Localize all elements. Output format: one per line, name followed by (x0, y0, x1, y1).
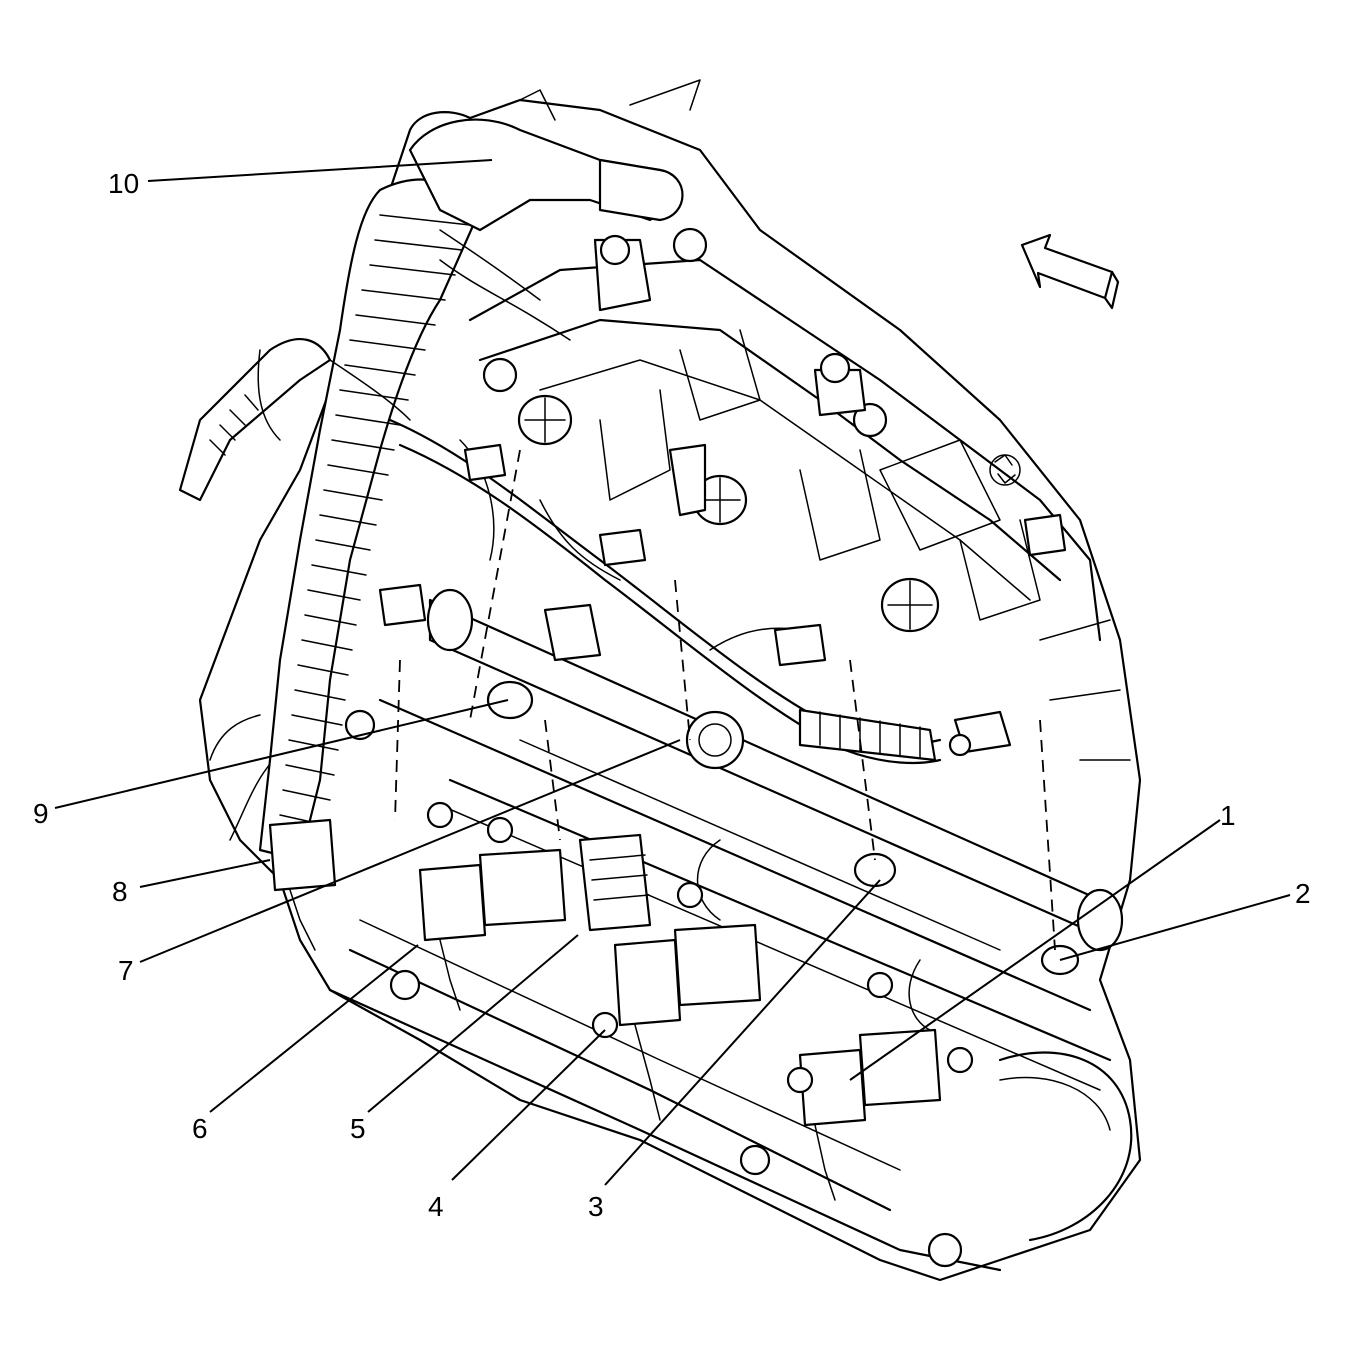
callout-label-9: 9 (33, 798, 49, 829)
fuel-rail (426, 588, 1124, 952)
recycle-icon (989, 454, 1021, 486)
ignition-coils (268, 818, 942, 1127)
valve-cover (328, 698, 1133, 1272)
studs (344, 709, 974, 1094)
callout-label-3: 3 (588, 1191, 604, 1222)
front-direction-arrow-icon (1020, 233, 1120, 310)
callout-label-8: 8 (112, 876, 128, 907)
callout-label-4: 4 (428, 1191, 444, 1222)
callout-label-1: 1 (1220, 800, 1236, 831)
upper-harness-branch (408, 79, 701, 341)
left-harness (178, 338, 411, 502)
callout-leaders (54, 159, 1291, 1186)
callout-label-6: 6 (192, 1113, 208, 1144)
top-sensors (593, 234, 867, 517)
dashed-routing (394, 449, 1056, 951)
injectors (482, 227, 940, 633)
sensor-ports (486, 680, 1080, 976)
callout-label-10: 10 (108, 168, 140, 199)
callout-label-7: 7 (118, 955, 134, 986)
harness-conduit (258, 178, 482, 862)
callout-label-5: 5 (350, 1113, 366, 1144)
engine-block (198, 98, 1142, 1282)
callout-label-2: 2 (1295, 878, 1311, 909)
